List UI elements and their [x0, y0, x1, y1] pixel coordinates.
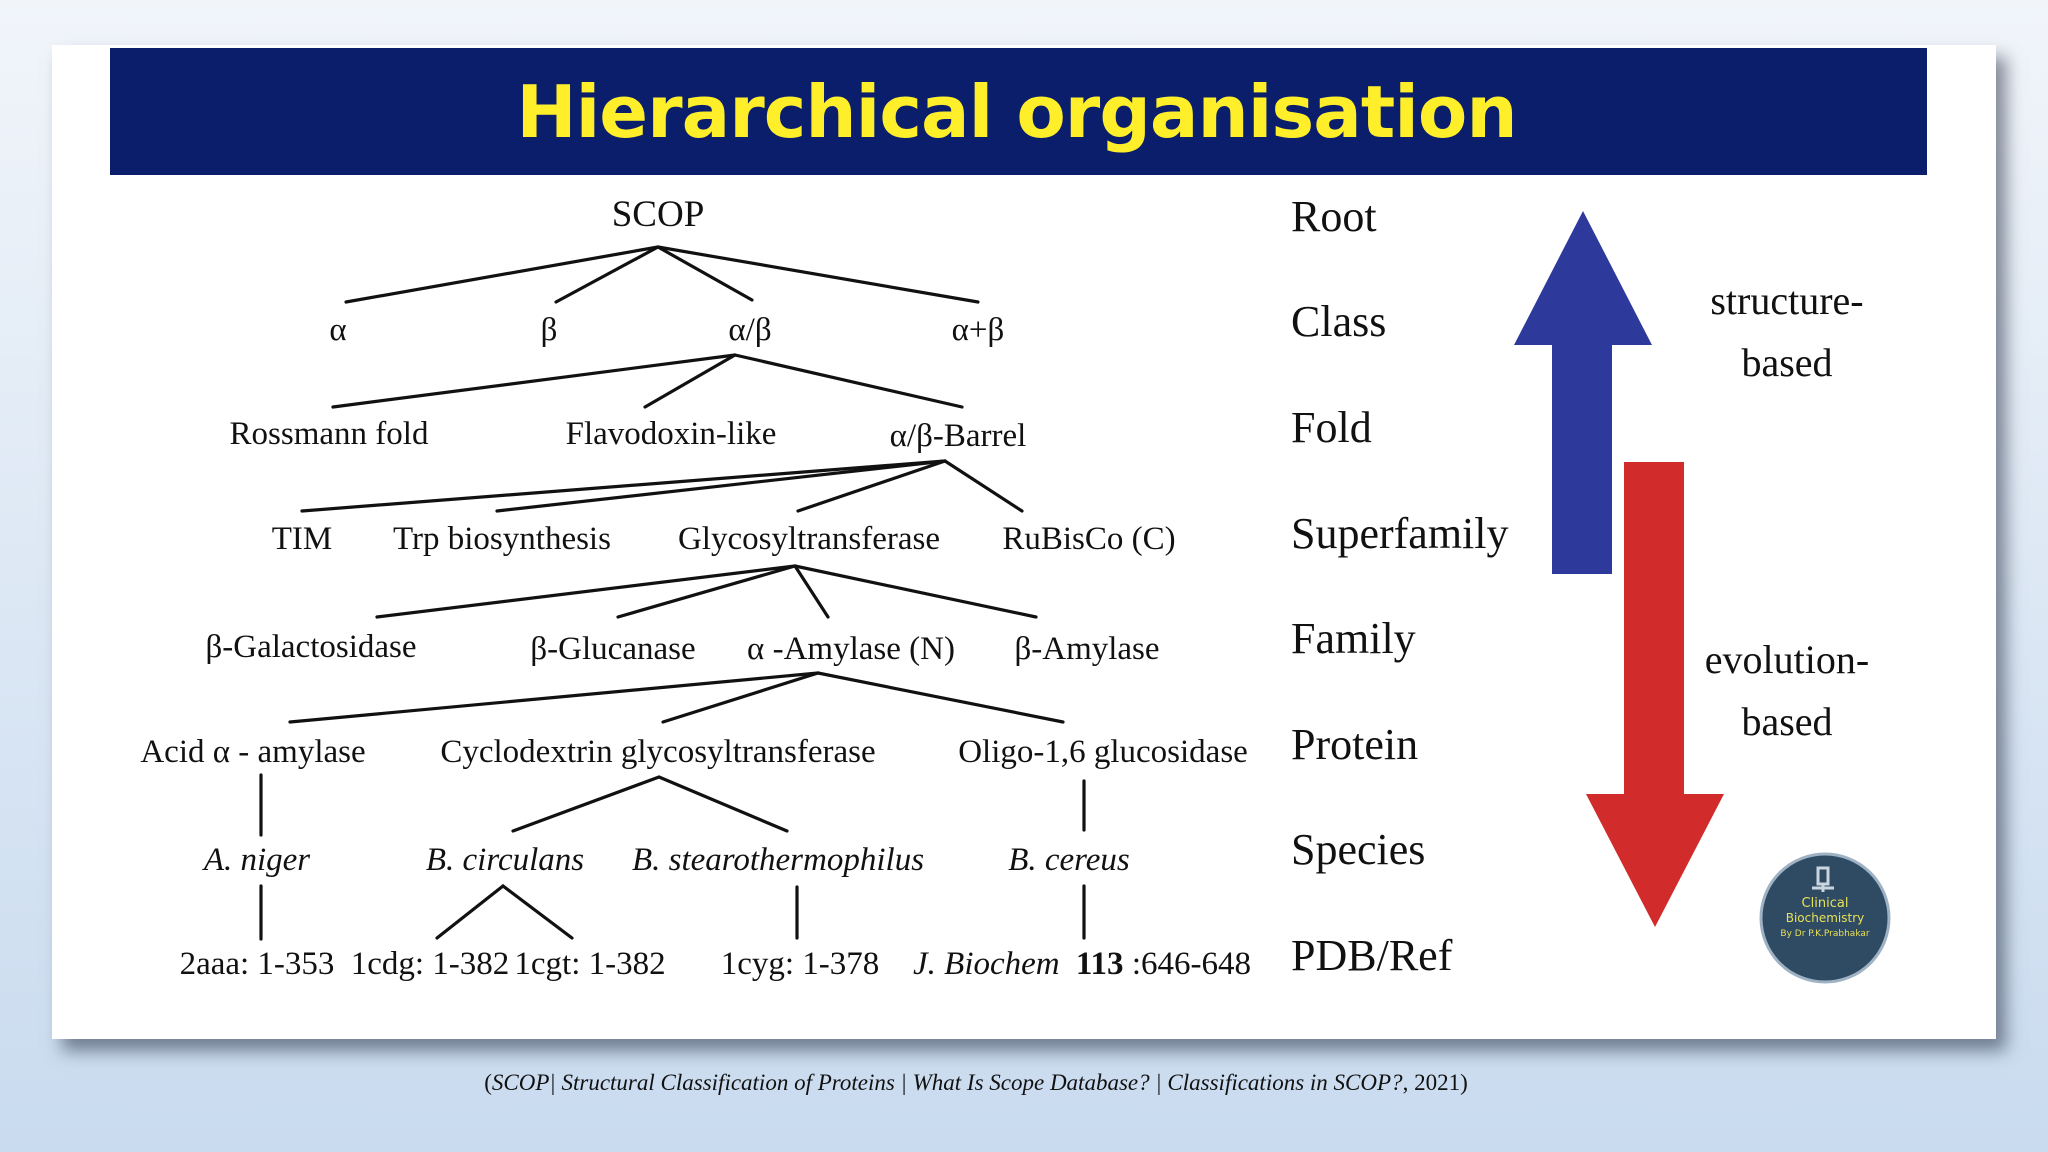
node-fold-flavodoxin: Flavodoxin-like	[566, 416, 777, 452]
edge-glyco-glucanase	[616, 564, 797, 619]
tree-edges	[259, 245, 1086, 941]
slide-title: Hierarchical organisation	[516, 69, 1517, 154]
edge-circulans-1cdg	[435, 884, 505, 940]
ref-volume: 113	[1076, 946, 1124, 982]
node-species-circulans: B. circulans	[426, 842, 584, 878]
edge-amylase-oligo	[816, 671, 1065, 724]
edge-class-barrel	[733, 353, 964, 409]
level-family: Family	[1291, 614, 1416, 663]
up-arrow	[1514, 211, 1652, 574]
node-family-glucanase: β-Glucanase	[530, 631, 695, 667]
down-arrow	[1586, 462, 1724, 927]
title-bar: Hierarchical organisation	[110, 48, 1927, 175]
edge-scop-alpha	[344, 245, 660, 304]
citation-open: (	[484, 1070, 492, 1095]
edge-cyclo-stearo	[657, 775, 789, 833]
node-protein-cyclodextrin: Cyclodextrin glycosyltransferase	[440, 734, 875, 770]
edge-cyclo-circulans	[511, 775, 661, 833]
node-species-stearo: B. stearothermophilus	[632, 842, 924, 878]
edge-class-flavodoxin	[643, 353, 737, 409]
evolution-based-label-line1: evolution-	[1705, 637, 1869, 682]
edge-glyco-galactosidase	[375, 564, 797, 619]
node-family-amylase-n: α -Amylase (N)	[747, 631, 955, 667]
node-family-beta-amylase: β-Amylase	[1014, 631, 1159, 667]
edge-barrel-glyco	[796, 459, 947, 513]
node-species-cereus: B. cereus	[1008, 842, 1130, 878]
node-superfamily-glyco: Glycosyltransferase	[678, 521, 940, 557]
level-species: Species	[1291, 825, 1425, 874]
level-class: Class	[1291, 297, 1386, 346]
node-ref-journal: J. Biochem 113 :646-648	[913, 946, 1251, 982]
citation-title: SCOP| Structural Classification of Prote…	[491, 1070, 1403, 1095]
edge-glyco-beta-amylase	[793, 564, 1038, 619]
node-pdb-1cyg: 1cyg: 1-378	[721, 946, 880, 982]
node-pdb-1cdg: 1cdg: 1-382	[351, 946, 510, 982]
tree-nodes: SCOP α β α/β α+β Rossmann fold Flavodoxi…	[140, 194, 1251, 982]
level-pdb-ref: PDB/Ref	[1291, 931, 1453, 980]
edge-glyco-amylase-n	[793, 564, 830, 619]
node-fold-barrel: α/β-Barrel	[890, 418, 1027, 454]
edge-scop-alphaplusbeta	[656, 245, 980, 304]
structure-based-label-line2: based	[1741, 340, 1832, 385]
microscope-icon	[1812, 866, 1834, 892]
level-fold: Fold	[1291, 403, 1372, 452]
level-protein: Protein	[1291, 720, 1418, 769]
node-superfamily-trp: Trp biosynthesis	[393, 521, 611, 557]
edge-amylase-cyclodextrin	[661, 671, 820, 724]
structure-based-label-line1: structure-	[1710, 278, 1863, 323]
edge-circulans-1cgt	[501, 884, 574, 940]
node-pdb-1cgt: 1cgt: 1-382	[514, 946, 665, 982]
edge-class-rossmann	[331, 353, 737, 409]
node-protein-acid-amylase: Acid α - amylase	[140, 734, 365, 770]
level-labels: Root Class Fold Superfamily Family Prote…	[1291, 192, 1509, 980]
node-protein-oligo: Oligo-1,6 glucosidase	[958, 734, 1248, 770]
node-pdb-2aaa: 2aaa: 1-353	[180, 946, 335, 982]
edge-barrel-rubisco	[943, 459, 1024, 513]
logo-text-line3: By Dr P.K.Prabhakar	[1780, 929, 1869, 939]
edge-barrel-tim	[300, 459, 947, 513]
logo-text-line1: Clinical	[1802, 896, 1849, 911]
node-class-alpha-beta: α/β	[728, 312, 771, 348]
node-family-galactosidase: β-Galactosidase	[205, 629, 416, 665]
level-superfamily: Superfamily	[1291, 509, 1509, 558]
edge-scop-alphabeta	[656, 245, 754, 302]
edge-scop-beta	[554, 245, 660, 304]
ref-journal-name: J. Biochem	[913, 946, 1060, 982]
edge-barrel-trp	[495, 459, 947, 513]
logo-badge	[1759, 852, 1891, 984]
node-class-alpha-plus-beta: α+β	[952, 312, 1005, 348]
node-fold-rossmann: Rossmann fold	[230, 416, 429, 452]
logo-text-line2: Biochemistry	[1786, 911, 1865, 925]
ref-pages: :646-648	[1132, 946, 1251, 982]
node-class-beta: β	[541, 312, 558, 348]
edge-amylase-acid	[288, 671, 820, 724]
citation-rest: , 2021)	[1402, 1070, 1468, 1095]
citation: (SCOP| Structural Classification of Prot…	[0, 1070, 1952, 1096]
node-root: SCOP	[612, 194, 705, 235]
level-root: Root	[1291, 192, 1377, 241]
clinical-biochemistry-logo: Clinical Biochemistry By Dr P.K.Prabhaka…	[1759, 852, 1891, 984]
node-species-aniger: A. niger	[202, 842, 310, 878]
node-superfamily-rubisco: RuBisCo (C)	[1002, 521, 1175, 557]
node-class-alpha: α	[329, 312, 346, 348]
node-superfamily-tim: TIM	[272, 521, 333, 557]
evolution-based-label-line2: based	[1741, 699, 1832, 744]
